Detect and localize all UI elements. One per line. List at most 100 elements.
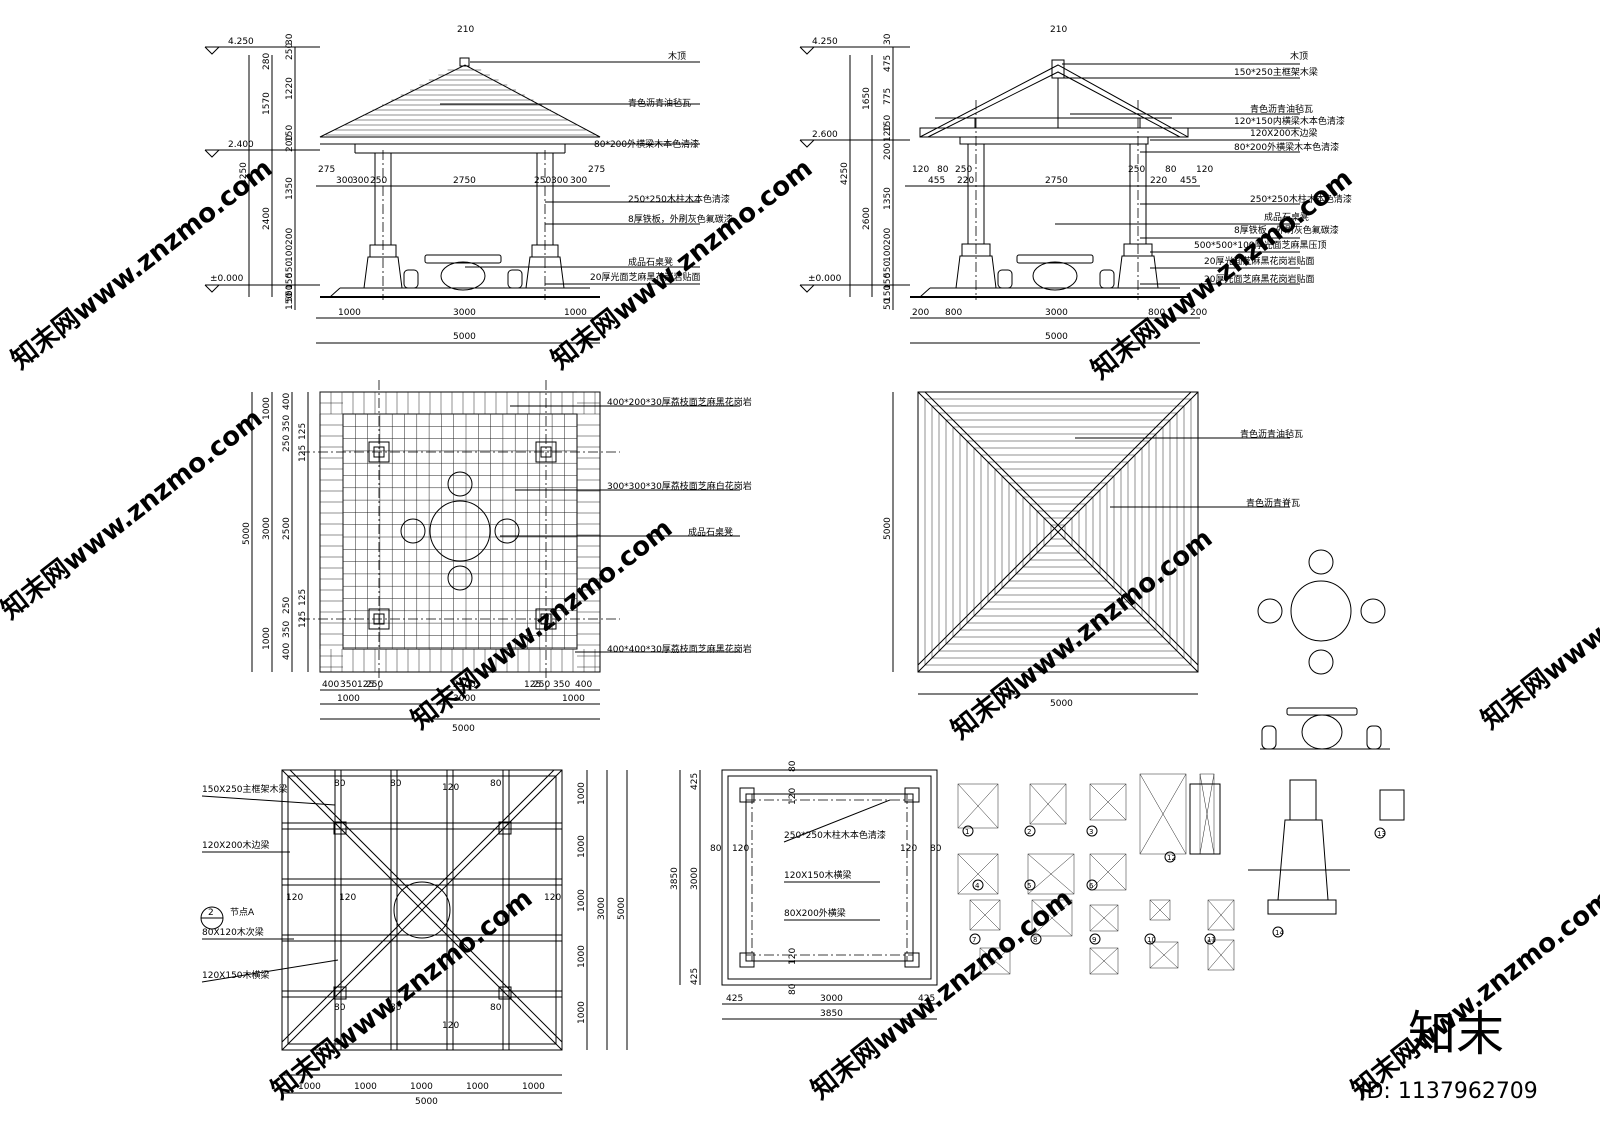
dim-text: 80	[937, 165, 949, 175]
dim-text: 1000	[410, 1082, 433, 1092]
callout-label: 400*200*30厚荔枝面芝麻黑花岗岩	[607, 396, 752, 408]
side-elevation: 4.250 2.600 ±0.000 4250 1650 2600 304757…	[799, 25, 1352, 344]
dim-text: 200	[912, 308, 929, 318]
dim-text: 1650	[862, 87, 872, 110]
dim-text: 4250	[239, 162, 249, 185]
watermark-text: 知末网www.znzmo.com	[0, 403, 268, 625]
detail-number: 12	[1167, 854, 1176, 862]
watermark-text: 知末网www.znzmo.com	[546, 153, 818, 375]
roof-tiles	[325, 69, 595, 136]
callout-label: 250*250木柱木本色清漆	[784, 829, 886, 841]
dim-text: 125	[298, 423, 308, 440]
callout-label: 20厚光面芝麻黑花岗岩贴面	[1204, 255, 1314, 267]
dim-text: 1000	[337, 694, 360, 704]
dim-text: 250	[534, 176, 551, 186]
dim-text: 400	[322, 680, 339, 690]
dim-text: 280	[262, 53, 272, 70]
dim-text: 1220	[285, 77, 295, 100]
callout-label: 120X200木边梁	[1250, 127, 1318, 139]
brand-logo-text: 知末	[1408, 1006, 1504, 1062]
dim-text: 250	[285, 43, 295, 60]
callout-label: 20厚光面芝麻黑花岗岩贴面	[590, 271, 700, 283]
callout-label: 青色沥青油毡瓦	[1250, 103, 1313, 115]
dim-text: 30	[285, 33, 295, 45]
dim-text: 50	[883, 298, 893, 310]
dim-text: 3000	[453, 308, 476, 318]
dim-text: 3000	[262, 517, 272, 540]
dim-text: 425	[690, 773, 700, 790]
dim-text: 275	[588, 165, 605, 175]
dim-text: 5000	[242, 522, 252, 545]
dim-text: 400	[282, 643, 292, 660]
dim-text: 200	[883, 143, 893, 160]
dim-text: 210	[457, 25, 474, 35]
detail-number: 4	[975, 882, 980, 890]
dim-text: 1000	[577, 782, 587, 805]
dim-text: 3000	[453, 694, 476, 704]
callout-label: 500*500*100厚光面芝麻黑压顶	[1194, 239, 1327, 251]
dim-text: 120	[339, 893, 356, 903]
paving-plan: 5000 10003000100040035025025002503504001…	[242, 380, 752, 734]
dim-text: 300	[570, 176, 587, 186]
dim-text: 300	[336, 176, 353, 186]
dim-text: 350	[553, 680, 570, 690]
dim-text: 125	[524, 680, 541, 690]
dim-text: 120	[442, 783, 459, 793]
level-label: ±0.000	[808, 274, 842, 284]
dim-text: 120	[732, 844, 749, 854]
dim-text: 475	[883, 55, 893, 72]
dim-text: 3000	[597, 897, 607, 920]
dim-text: 400	[575, 680, 592, 690]
dim-text: 120	[442, 1021, 459, 1031]
dim-text: 100	[285, 245, 295, 262]
dim-text: 80	[710, 844, 722, 854]
dim-text: 120	[1196, 165, 1213, 175]
callout-label: 20厚光面芝麻黑花岗岩贴面	[1204, 273, 1314, 285]
callout-label: 木顶	[1290, 50, 1308, 62]
level-label: ±0.000	[210, 274, 244, 284]
callout-label: 木顶	[668, 50, 686, 62]
dim-text: 2500	[453, 680, 476, 690]
dim-text: 550	[285, 261, 295, 278]
dim-text: 350	[340, 680, 357, 690]
dim-text: 3000	[820, 994, 843, 1004]
callout-label: 250*250木柱木本色清漆	[1250, 193, 1352, 205]
detail-number: 2	[1027, 828, 1031, 836]
dim-text: 150	[883, 115, 893, 132]
dim-text: 80	[788, 983, 798, 995]
detail-number: 8	[1033, 936, 1037, 944]
level-label: 4.250	[812, 37, 838, 47]
dim-text: 3850	[820, 1009, 843, 1019]
dim-text: 350	[282, 621, 292, 638]
dim-text: 120	[788, 948, 798, 965]
dim-text: 5000	[453, 332, 476, 342]
detail-number: 1	[965, 828, 969, 836]
dim-text: 80	[788, 760, 798, 772]
callout-label: 400*400*30厚荔枝面芝麻黑花岗岩	[607, 643, 752, 655]
dim-text: 250	[955, 165, 972, 175]
dim-text: 120	[900, 844, 917, 854]
callout-label: 120X200木边梁	[202, 839, 270, 851]
detail-number: 10	[1147, 936, 1156, 944]
dim-text: 425	[690, 968, 700, 985]
dim-text: 200	[285, 228, 295, 245]
dim-text: 5000	[1050, 699, 1073, 709]
dim-text: 80	[490, 779, 502, 789]
dim-text: 250	[282, 435, 292, 452]
dim-text: 80	[334, 779, 346, 789]
dim-text: 1000	[577, 835, 587, 858]
dim-text: 4250	[840, 162, 850, 185]
dim-text: 200	[285, 135, 295, 152]
dim-text: 30	[883, 33, 893, 45]
dim-text: 2400	[262, 207, 272, 230]
dim-text: 1000	[338, 308, 361, 318]
dim-text: 5000	[883, 517, 893, 540]
dim-text: 5000	[617, 897, 627, 920]
dim-text: 120	[286, 893, 303, 903]
dim-text: 1350	[883, 187, 893, 210]
dim-text: 125	[298, 445, 308, 462]
dim-text: 1570	[262, 92, 272, 115]
dim-text: 775	[883, 88, 893, 105]
